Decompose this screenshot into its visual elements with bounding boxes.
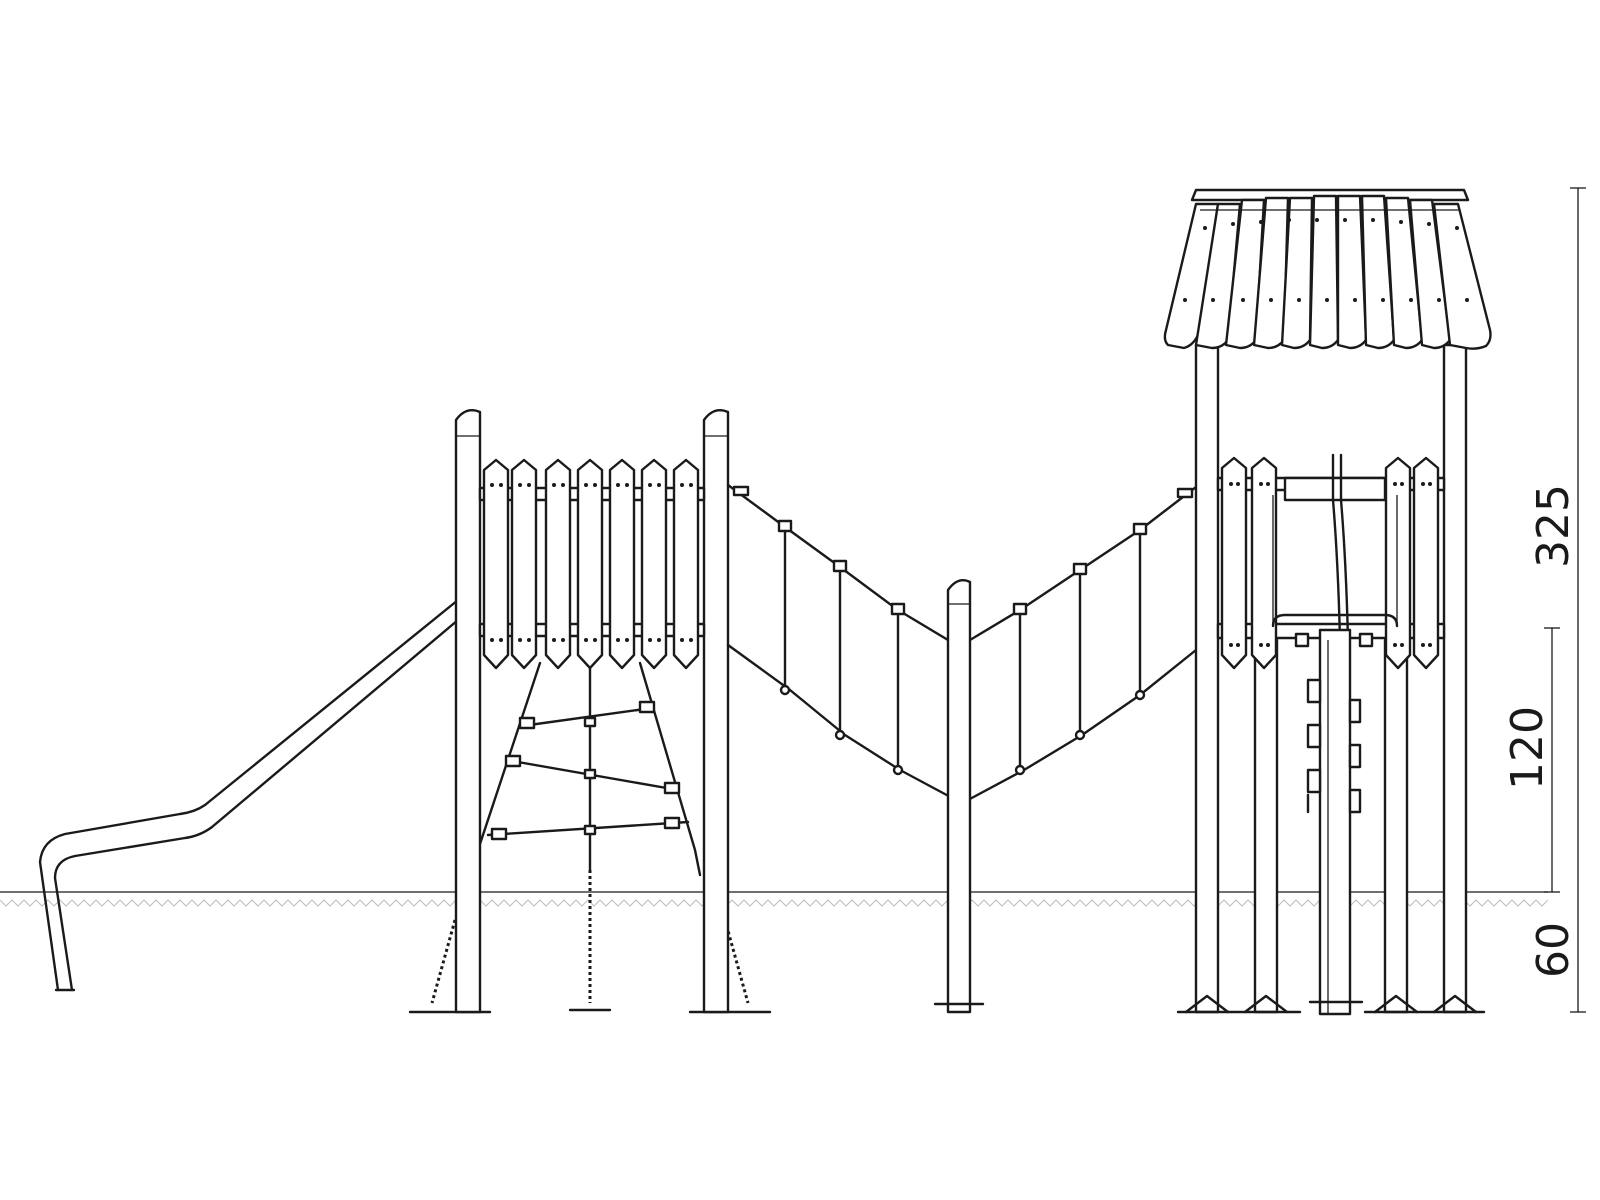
right-tower-panel — [1216, 456, 1446, 670]
ground — [0, 891, 1549, 907]
left-tower-panel — [478, 458, 706, 670]
left-tower-posts — [454, 409, 730, 1014]
rope-bridge — [726, 483, 1198, 802]
roof — [1163, 188, 1492, 350]
dimension-total-height: 325 — [1528, 484, 1579, 568]
dimension-lines — [1544, 187, 1586, 1013]
dimension-platform-height: 120 — [1502, 706, 1553, 790]
slide — [38, 598, 460, 992]
ladder-entry — [1271, 453, 1399, 1016]
right-tower-posts — [1176, 343, 1486, 1014]
dimension-foundation-depth: 60 — [1528, 922, 1579, 978]
middle-post — [933, 579, 985, 1014]
